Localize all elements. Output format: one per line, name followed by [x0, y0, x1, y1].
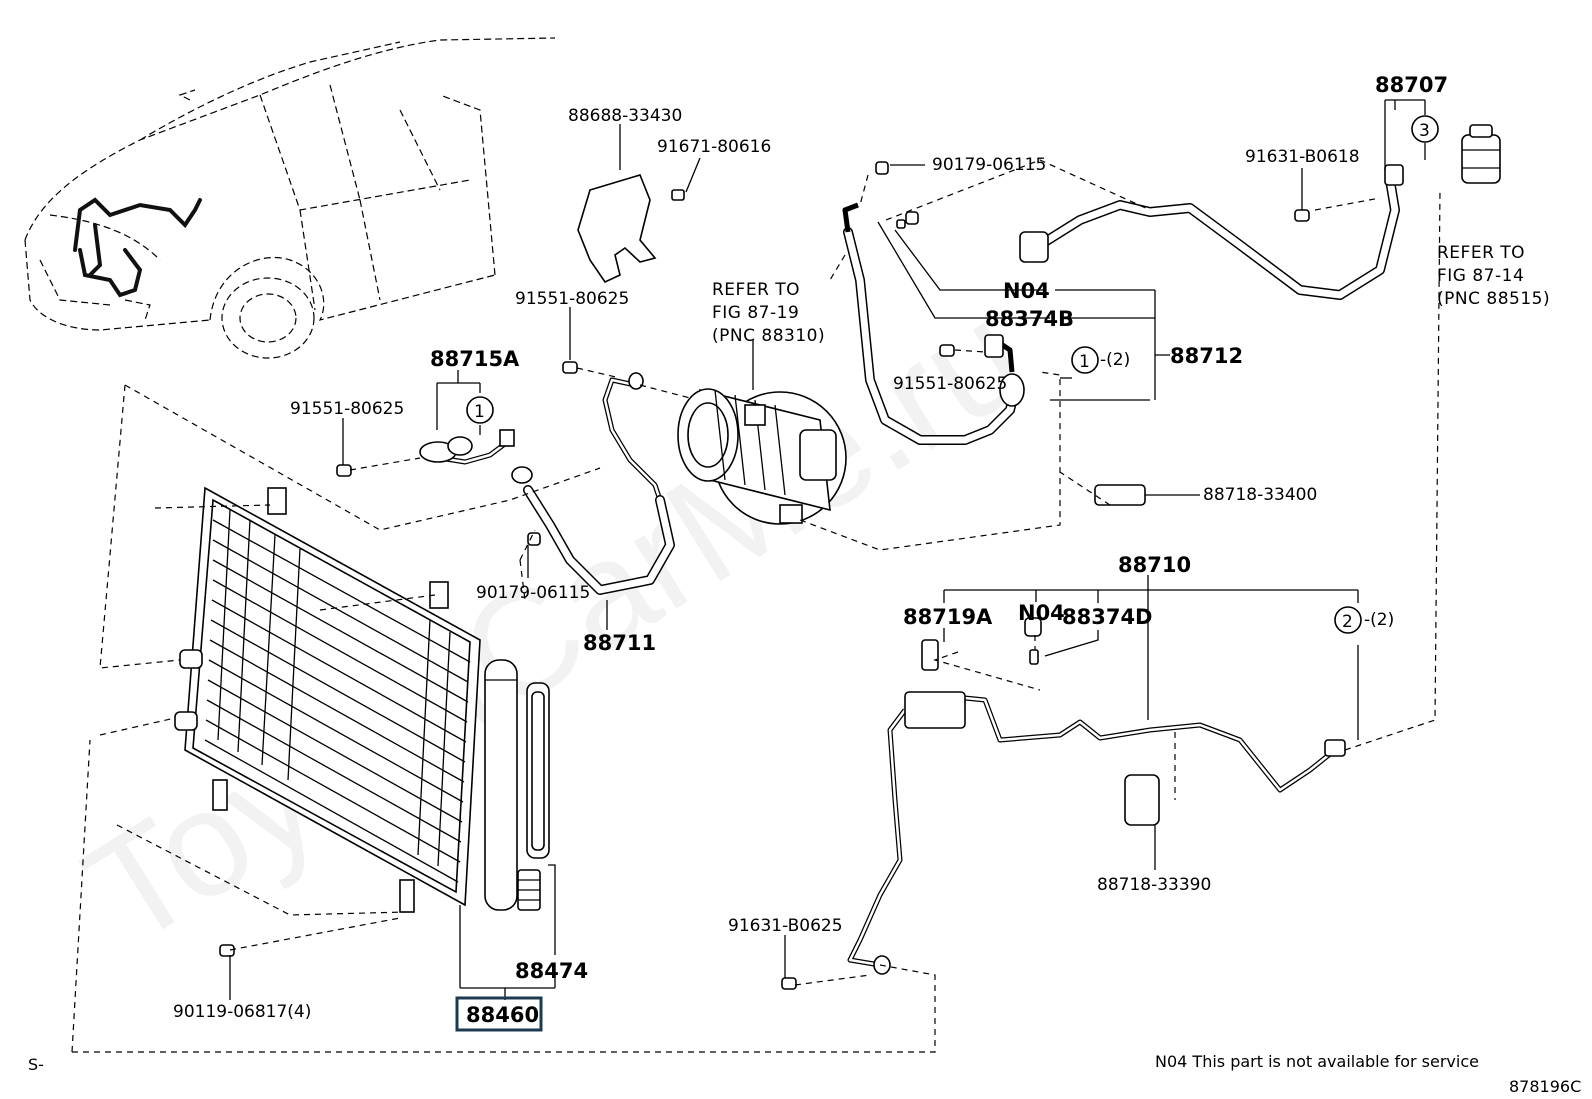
- ref-compressor-line3: (PNC 88310): [712, 326, 825, 346]
- ref-compressor-line2: FIG 87-19: [712, 303, 799, 323]
- label-90119-06817[interactable]: 90119-06817(4): [173, 1002, 311, 1022]
- compressor: [677, 388, 847, 525]
- hose-88711: [511, 372, 675, 595]
- highlight-box-88460: [455, 996, 543, 1032]
- callout-2-text: 2: [1342, 612, 1353, 632]
- clamp-88718-33400: [1094, 484, 1146, 506]
- expansion-valve: [1461, 124, 1501, 184]
- label-91631-B0625[interactable]: 91631-B0625: [728, 916, 843, 936]
- label-90179-06115-mid[interactable]: 90179-06115: [476, 583, 590, 603]
- label-91551-80625-c[interactable]: 91551-80625: [893, 374, 1007, 394]
- label-88711[interactable]: 88711: [583, 631, 656, 655]
- footer-code: 878196C: [1509, 1077, 1581, 1096]
- label-88718-33400[interactable]: 88718-33400: [1203, 485, 1317, 505]
- cap-n04-mid: [1024, 617, 1042, 637]
- label-88707[interactable]: 88707: [1375, 73, 1448, 97]
- ref-valve-line2: FIG 87-14: [1437, 266, 1524, 286]
- label-88719A[interactable]: 88719A: [903, 605, 993, 629]
- fasteners: [219, 161, 1310, 990]
- receiver-tube: [484, 659, 518, 911]
- pipe-88707: [1019, 164, 1404, 300]
- bracket-88688-33430: [577, 174, 657, 284]
- hose-88712: [842, 202, 1025, 445]
- label-91551-80625-a[interactable]: 91551-80625: [515, 289, 629, 309]
- callout-1a-text: 1: [474, 402, 485, 422]
- footer: S- N04 This part is not available for se…: [28, 1052, 1581, 1096]
- leader-lines: [229, 99, 1426, 1000]
- label-88688-33430[interactable]: 88688-33430: [568, 106, 682, 126]
- label-88474[interactable]: 88474: [515, 959, 588, 983]
- label-88374D[interactable]: 88374D: [1062, 605, 1153, 629]
- label-91551-80625-b[interactable]: 91551-80625: [290, 399, 404, 419]
- pipe-88710: [847, 691, 1346, 975]
- dashed-guides: [71, 159, 1441, 1053]
- label-88715A[interactable]: 88715A: [430, 347, 520, 371]
- label-88718-33390[interactable]: 88718-33390: [1097, 875, 1211, 895]
- pressure-switch-88719A: [921, 639, 939, 671]
- ref-valve-line1: REFER TO: [1437, 243, 1525, 263]
- ref-compressor-line1: REFER TO: [712, 280, 800, 300]
- label-90179-06115-top[interactable]: 90179-06115: [932, 155, 1046, 175]
- desiccant-88474: [517, 682, 550, 911]
- clamp-88718-33390: [1124, 774, 1160, 826]
- label-88460[interactable]: 88460: [466, 1003, 539, 1027]
- pipe-88715A: [419, 429, 515, 465]
- car-illustration: [24, 37, 556, 359]
- footer-note: N04 This part is not available for servi…: [1155, 1052, 1479, 1071]
- callout-1b-text: 1: [1079, 352, 1090, 372]
- label-91631-B0618[interactable]: 91631-B0618: [1245, 147, 1360, 167]
- label-N04-top[interactable]: N04: [1003, 279, 1050, 303]
- callout-circle-3: [1411, 115, 1439, 143]
- label-91671-80616[interactable]: 91671-80616: [657, 137, 771, 157]
- callout-3-text: 3: [1419, 121, 1430, 141]
- callout-circle-2: [1334, 606, 1362, 634]
- ref-valve-line3: (PNC 88515): [1437, 289, 1550, 309]
- label-88374B[interactable]: 88374B: [985, 307, 1074, 331]
- label-88712[interactable]: 88712: [1170, 344, 1243, 368]
- callout-circle-1b: [1071, 346, 1099, 374]
- label-N04-mid[interactable]: N04: [1018, 601, 1065, 625]
- qty-2b: -(2): [1364, 610, 1394, 630]
- label-88710[interactable]: 88710: [1118, 553, 1191, 577]
- condenser-88460: [174, 486, 481, 913]
- qty-2a: -(2): [1100, 350, 1130, 370]
- callout-circle-1a: [466, 396, 494, 424]
- part-labels: 88688-33430 91671-80616 90179-06115 8870…: [173, 73, 1550, 1032]
- footer-left: S-: [28, 1055, 44, 1074]
